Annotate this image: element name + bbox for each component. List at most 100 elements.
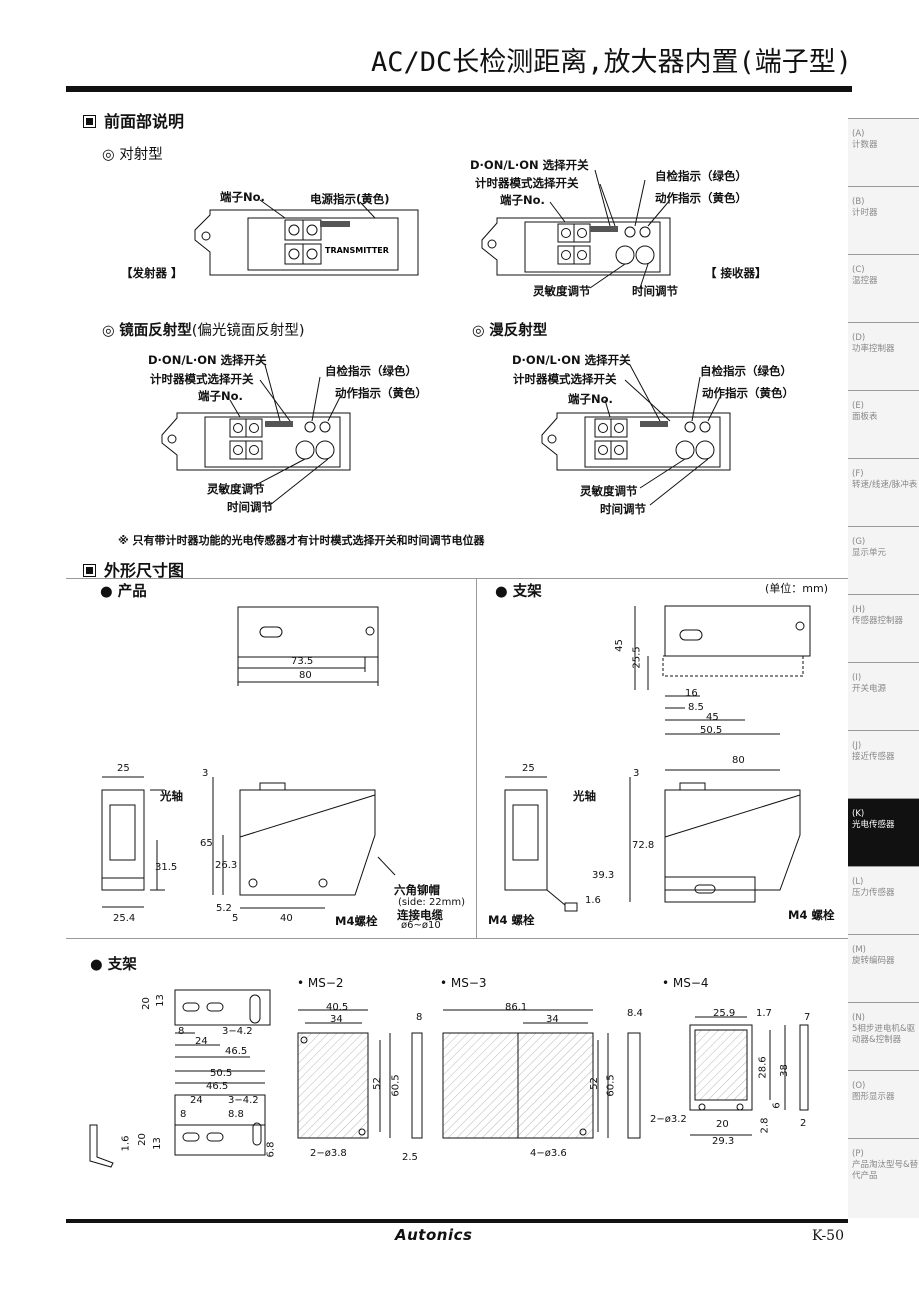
sidebar-item-label: 计时器 (852, 208, 878, 218)
sidebar-item-13[interactable]: (N)5相步进电机&驱动器&控制器 (848, 1002, 919, 1070)
retro-time-adj-label: 时间调节 (227, 500, 273, 514)
bracket-dim-72-8: 72.8 (632, 840, 655, 851)
ms3-dim-34: 34 (546, 1014, 559, 1025)
sidebar-item-label: 温控器 (852, 276, 878, 286)
ms3-dim-4-3-6: 4−ø3.6 (530, 1148, 567, 1159)
bracket-parts-drawing (89, 989, 271, 1168)
retro-drawing (161, 364, 351, 506)
footer-rule (66, 1219, 848, 1223)
ms4-dim-7: 7 (804, 1012, 811, 1023)
sidebar-item-4[interactable]: (E)面板表 (848, 390, 919, 458)
bracket-m4-right-label: M4 螺栓 (788, 908, 835, 922)
ms4-dim-25-9: 25.9 (713, 1008, 736, 1019)
b2-dim-13: 13 (151, 1137, 163, 1150)
ms2-dim-52: 52 (371, 1077, 383, 1090)
bracket-top-view (634, 605, 811, 735)
retro-operation-led-label: 动作指示（黄色） (335, 386, 427, 400)
page-number: K-50 (812, 1228, 844, 1244)
sidebar-item-11[interactable]: (L)压力传感器 (848, 866, 919, 934)
cable-label: 连接电缆 (397, 908, 443, 922)
sidebar-item-15[interactable]: (P)产品淘汰型号&替代产品 (848, 1138, 919, 1206)
b2-dim-24: 24 (190, 1095, 203, 1106)
receiver-operation-led-label: 动作指示（黄色） (655, 191, 747, 205)
ms4-drawing (689, 1016, 809, 1136)
emitter-drawing: TRANSMITTER (194, 199, 419, 276)
sidebar-item-12[interactable]: (M)旋转编码器 (848, 934, 919, 1002)
sidebar-item-label: 产品淘汰型号&替代产品 (852, 1160, 919, 1181)
retro-sensitivity-label: 灵敏度调节 (207, 482, 265, 496)
sidebar-item-0[interactable]: (A)计数器 (848, 118, 919, 186)
sidebar-item-2[interactable]: (C)温控器 (848, 254, 919, 322)
title-rule (66, 86, 852, 92)
receiver-timer-mode-label: 计时器模式选择开关 (475, 176, 579, 190)
receiver-drawing (481, 169, 671, 289)
bracket-dim-25-5: 25.5 (631, 646, 643, 669)
sidebar-item-8[interactable]: (I)开关电源 (848, 662, 919, 730)
ms4-label: • MS−4 (662, 976, 709, 990)
sidebar-item-1[interactable]: (B)计时器 (848, 186, 919, 254)
b1-dim-20: 20 (140, 997, 152, 1010)
b2-dim-6-8: 6.8 (265, 1141, 277, 1158)
bracket-dim-25: 25 (522, 763, 535, 774)
transmitter-panel-text: TRANSMITTER (325, 246, 389, 255)
diffuse-drawing (541, 364, 731, 506)
sidebar-item-label: 5相步进电机&驱动器&控制器 (852, 1024, 916, 1045)
b1-dim-3-4-2: 3−4.2 (222, 1026, 253, 1037)
b2-dim-50-5: 50.5 (210, 1068, 233, 1079)
sidebar-item-9[interactable]: (J)接近传感器 (848, 730, 919, 798)
category-sidebar: (A)计数器(B)计时器(C)温控器(D)功率控制器(E)面板表(F)转速/线速… (848, 118, 919, 1218)
diffuse-sensitivity-label: 灵敏度调节 (580, 484, 638, 498)
dim-rule-bottom (66, 938, 848, 939)
m4-label: M4螺栓 (335, 914, 378, 928)
b1-dim-24: 24 (195, 1036, 208, 1047)
sidebar-item-5[interactable]: (F)转速/线速/脉冲表 (848, 458, 919, 526)
receiver-don-lon-label: D·ON/L·ON 选择开关 (470, 158, 589, 172)
b2-dim-8: 8 (180, 1109, 187, 1120)
ms3-dim-60-5: 60.5 (605, 1074, 617, 1097)
sidebar-item-label: 传感器控制器 (852, 616, 904, 626)
bracket-dim-80: 80 (732, 755, 745, 766)
sidebar-item-10[interactable]: (K)光电传感器 (848, 798, 919, 866)
sidebar-item-code: (I) (852, 673, 862, 683)
emitter-power-led-label: 电源指示(黄色) (310, 192, 390, 206)
sidebar-item-3[interactable]: (D)功率控制器 (848, 322, 919, 390)
sidebar-item-code: (H) (852, 605, 866, 615)
bracket-side-views (504, 769, 801, 912)
ms3-dim-86-1: 86.1 (505, 1002, 528, 1013)
sidebar-item-14[interactable]: (O)图形显示器 (848, 1070, 919, 1138)
bracket-dim-39-3: 39.3 (592, 870, 615, 881)
sidebar-item-label: 面板表 (852, 412, 878, 422)
bracket-dim-1-6: 1.6 (585, 895, 601, 906)
dim-26-3: 26.3 (215, 860, 238, 871)
ms4-dim-28-6: 28.6 (757, 1056, 769, 1079)
sidebar-item-label: 旋转编码器 (852, 956, 895, 966)
sidebar-item-6[interactable]: (G)显示单元 (848, 526, 919, 594)
ms4-dim-20: 20 (716, 1119, 729, 1130)
product-heading: ● 产品 (100, 584, 147, 600)
dim-5: 5 (232, 913, 239, 924)
ms4-dim-38: 38 (778, 1064, 790, 1077)
ms4-dim-6: 6 (771, 1102, 783, 1109)
diffuse-stability-led-label: 自检指示（绿色） (700, 364, 792, 378)
ms2-dim-2-3-8: 2−ø3.8 (310, 1148, 347, 1159)
ms3-drawing (442, 1009, 641, 1139)
sidebar-item-7[interactable]: (H)传感器控制器 (848, 594, 919, 662)
dim-25-4: 25.4 (113, 913, 136, 924)
dim-31-5: 31.5 (155, 862, 178, 873)
diffuse-heading: ◎ 漫反射型 (472, 323, 548, 339)
square-bullet-icon (83, 564, 96, 577)
receiver-time-adj-label: 时间调节 (632, 284, 678, 298)
retro-terminal-label: 端子No. (198, 389, 243, 403)
product-side-views (101, 776, 396, 909)
sidebar-item-label: 开关电源 (852, 684, 887, 694)
product-top-view (237, 606, 379, 686)
dim-80: 80 (299, 670, 312, 681)
timer-note: ※ 只有带计时器功能的光电传感器才有计时模式选择开关和时间调节电位器 (118, 534, 485, 547)
brackets-heading: ● 支架 (90, 957, 137, 973)
sidebar-item-code: (K) (852, 809, 865, 819)
front-section-heading: 前面部说明 (83, 108, 184, 132)
ms2-label: • MS−2 (297, 976, 344, 990)
sidebar-item-label: 转速/线速/脉冲表 (852, 480, 918, 490)
b2-dim-20: 20 (136, 1133, 148, 1146)
bracket-optical-axis-label: 光轴 (573, 789, 596, 803)
